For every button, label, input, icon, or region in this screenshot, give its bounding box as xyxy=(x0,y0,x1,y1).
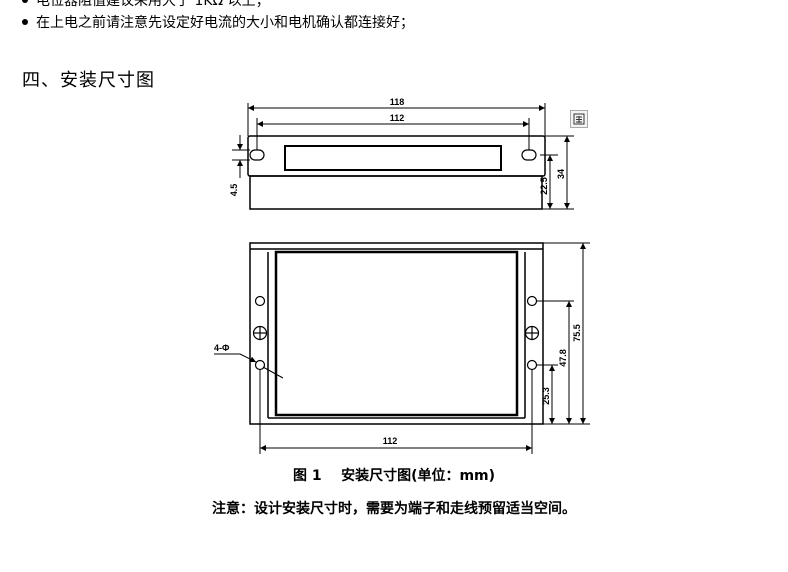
hole-right-lower xyxy=(526,359,538,371)
top-view xyxy=(247,135,546,210)
dim-overall-width: 118 xyxy=(390,97,405,107)
top-view-dimensions xyxy=(232,103,574,210)
zoom-icon xyxy=(573,113,585,125)
dim-hole-spacing-top: 112 xyxy=(390,113,405,123)
dim-lower-hole-height: 25.3 xyxy=(541,387,551,405)
top-view-window xyxy=(284,145,502,171)
design-note: 注意：设计安装尺寸时，需要为端子和走线预留适当空间。 xyxy=(212,501,576,517)
bullet-text: 电位器阻值建议采用大于 1KΩ 以上； xyxy=(36,0,270,9)
hole-left-lower xyxy=(254,359,266,371)
bullet-text: 在上电之前请注意先设定好电流的大小和电机确认都连接好； xyxy=(36,15,414,31)
hole-left-upper xyxy=(254,295,266,307)
front-view-dimension-labels: 112 4-Φ 75.5 47.8 25.3 xyxy=(214,324,582,446)
top-view-body xyxy=(249,175,543,210)
bullet-item-potentiometer: 电位器阻值建议采用大于 1KΩ 以上； xyxy=(22,0,270,10)
dim-hole-spacing-front: 112 xyxy=(383,436,398,446)
dim-hole-label: 4-Φ xyxy=(214,343,230,353)
dim-slot-height: 4.5 xyxy=(229,184,239,197)
top-view-dimension-labels: 118 112 4.5 22.5 34 xyxy=(229,97,566,196)
front-view-dimensions xyxy=(214,242,590,454)
figure-caption: 图 1 安装尺寸图(单位：mm) xyxy=(292,468,496,484)
dim-front-total-height: 75.5 xyxy=(572,324,582,342)
dim-total-height: 34 xyxy=(556,169,566,179)
hole-right-upper xyxy=(526,295,538,307)
front-view xyxy=(249,242,544,425)
zoom-button[interactable] xyxy=(570,110,588,128)
front-view-outline xyxy=(249,242,544,425)
top-view-slot-left xyxy=(249,149,265,161)
bullet-item-power-on: 在上电之前请注意先设定好电流的大小和电机确认都连接好； xyxy=(22,14,414,32)
bullet-dot-icon xyxy=(22,0,28,3)
dim-base-height: 22.5 xyxy=(539,177,549,195)
front-view-inner-panel xyxy=(274,250,519,417)
section-title: 四、安装尺寸图 xyxy=(22,70,155,91)
dim-upper-hole-height: 47.8 xyxy=(558,349,568,367)
bullet-dot-icon xyxy=(22,19,28,25)
top-view-slot-right xyxy=(521,149,537,161)
